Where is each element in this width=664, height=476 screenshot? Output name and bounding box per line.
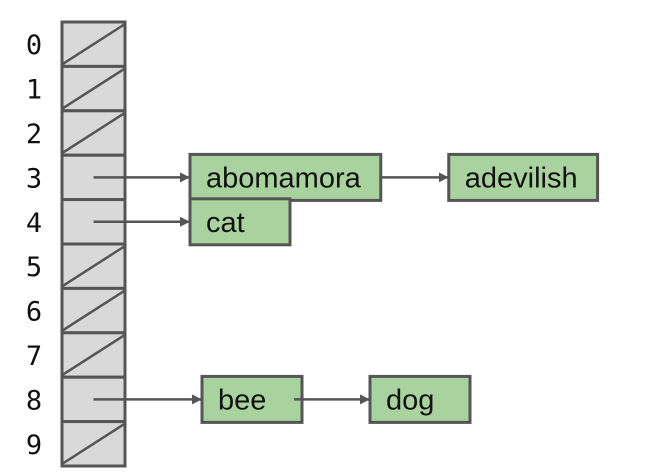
bucket-index-6: 6 — [26, 297, 42, 328]
bucket-index-7: 7 — [26, 341, 42, 372]
null-slash-5 — [61, 244, 126, 288]
bucket-index-8: 8 — [26, 385, 42, 416]
chain-node-label-dog: dog — [386, 384, 434, 416]
chain-node-label-cat: cat — [206, 207, 245, 239]
bucket-index-3: 3 — [26, 163, 42, 194]
bucket-index-2: 2 — [26, 119, 42, 150]
null-slash-6 — [61, 289, 126, 332]
bucket-index-9: 9 — [26, 430, 42, 461]
chains: abomamora adevilish cat bee dog — [93, 152, 600, 424]
null-slash-2 — [61, 111, 126, 155]
null-slash-1 — [61, 67, 126, 110]
chain-node-label-abomamora: abomamora — [206, 162, 362, 194]
bucket-index-0: 0 — [26, 30, 42, 61]
chain-node-label-adevilish: adevilish — [465, 162, 578, 194]
chain-node-bee — [200, 374, 304, 424]
bucket-index-5: 5 — [26, 252, 42, 283]
null-slash-0 — [61, 22, 126, 66]
chain-node-label-bee: bee — [218, 384, 266, 416]
bucket-index-1: 1 — [26, 75, 42, 106]
bucket-index-4: 4 — [26, 208, 42, 239]
null-slash-9 — [61, 422, 126, 466]
bucket-index-labels: 0 1 2 3 4 5 6 7 8 9 — [26, 30, 42, 461]
chain-node-adevilish — [447, 152, 600, 202]
chain-node-dog — [368, 374, 472, 424]
null-slash-7 — [61, 333, 126, 377]
chain-node-cat — [188, 197, 292, 247]
